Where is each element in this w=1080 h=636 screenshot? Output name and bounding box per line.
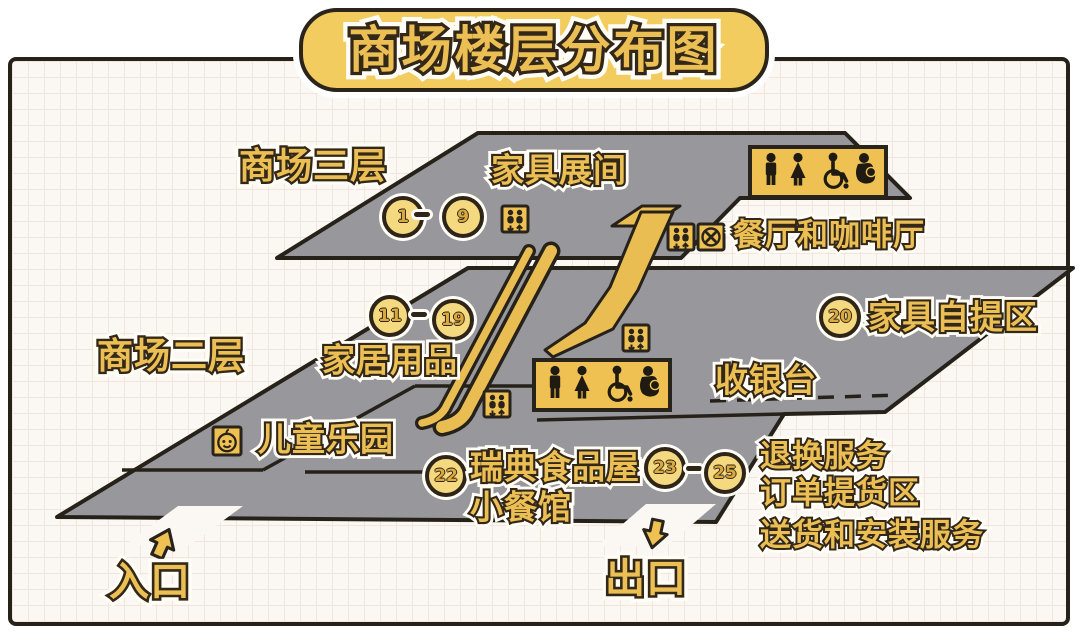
food-num: 22 (425, 455, 467, 497)
range-dash (411, 312, 427, 317)
entrance-label: 入口 (109, 561, 191, 603)
home-goods-label: 家居用品 (322, 343, 458, 379)
restroom-badge-floor2 (532, 358, 672, 412)
pickup-area-label: 家具自提区 (868, 300, 1038, 336)
floor3-num-end: 9 (442, 196, 484, 238)
floor3-label: 商场三层 (239, 148, 387, 186)
exit-label: 出口 (605, 558, 687, 600)
floor3-showroom-label: 家具展间 (491, 153, 627, 189)
restaurant-icon (696, 222, 726, 252)
kids-baby-face-icon (211, 425, 243, 457)
bistro-label: 小餐馆 (470, 490, 572, 526)
elevator-icon (482, 389, 512, 419)
services-num-end: 25 (704, 452, 746, 494)
page-title: 商场楼层分布图 (349, 24, 720, 77)
service-order-pickup-label: 订单提货区 (760, 478, 920, 511)
range-dash (414, 212, 430, 217)
floor2-num-start: 11 (369, 295, 411, 337)
service-return-label: 退换服务 (760, 441, 888, 474)
restroom-badge-floor3 (748, 145, 888, 199)
range-dash (686, 466, 702, 471)
elevator-icon (621, 323, 651, 353)
elevator-icon (666, 222, 696, 252)
dining-label: 餐厅和咖啡厅 (733, 220, 925, 253)
walkway-ribbon (543, 210, 675, 359)
escalator (415, 241, 561, 437)
swedish-food-label: 瑞典食品屋 (470, 450, 640, 486)
entrance-gap (125, 506, 243, 545)
cashier-label: 收银台 (715, 363, 817, 399)
floor2-label: 商场二层 (97, 338, 245, 376)
services-num-start: 23 (644, 447, 686, 489)
elevator-icon (500, 204, 530, 234)
floor3-num-start: 1 (382, 196, 424, 238)
service-delivery-label: 送货和安装服务 (760, 520, 984, 553)
floor2-num-end: 19 (432, 299, 474, 341)
pickup-num: 20 (819, 296, 861, 338)
kids-label: 儿童乐园 (258, 422, 394, 458)
title-banner: 商场楼层分布图 (299, 8, 769, 92)
